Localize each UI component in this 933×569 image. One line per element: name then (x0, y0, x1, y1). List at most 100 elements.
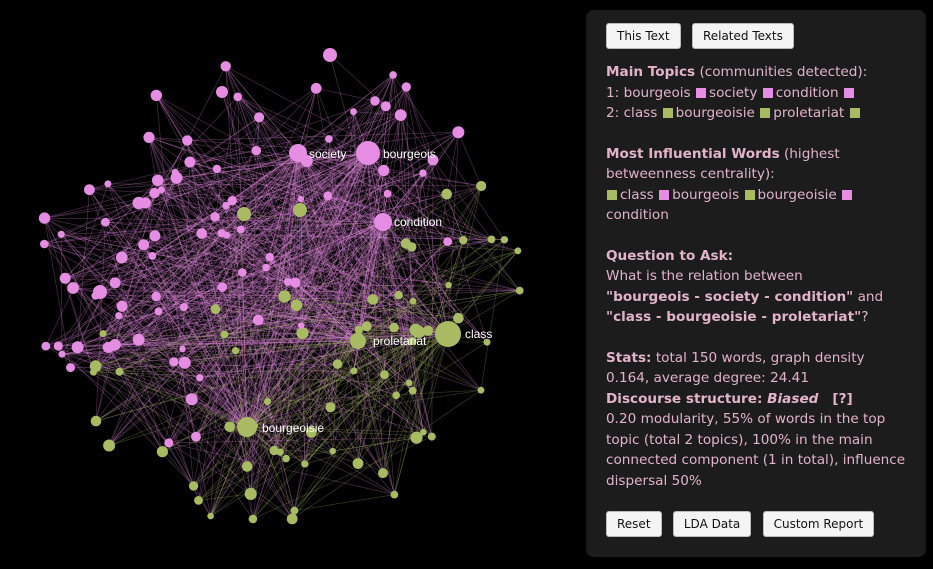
graph-node[interactable] (41, 341, 51, 351)
graph-node[interactable] (104, 180, 112, 188)
graph-node[interactable] (237, 417, 257, 437)
graph-node[interactable] (408, 386, 417, 395)
graph-node[interactable] (102, 341, 114, 353)
graph-node[interactable] (500, 236, 509, 244)
graph-node[interactable] (323, 48, 337, 62)
graph-node[interactable] (196, 374, 204, 382)
graph-node[interactable] (38, 212, 51, 224)
graph-node[interactable] (401, 82, 411, 92)
graph-node[interactable] (212, 164, 222, 173)
graph-node[interactable] (453, 312, 464, 324)
graph-node[interactable] (116, 300, 128, 312)
graph-node[interactable] (293, 203, 307, 217)
graph-node[interactable] (84, 184, 95, 196)
graph-node[interactable] (408, 337, 417, 346)
graph-nodes[interactable] (38, 48, 524, 525)
graph-node[interactable] (252, 314, 264, 326)
graph-node[interactable] (514, 247, 522, 255)
graph-node[interactable] (394, 290, 403, 300)
graph-node[interactable] (227, 196, 237, 206)
graph-node[interactable] (286, 513, 298, 525)
graph-node[interactable] (241, 461, 253, 472)
graph-node[interactable] (143, 131, 155, 143)
graph-node[interactable] (400, 238, 412, 249)
related-texts-button[interactable]: Related Texts (691, 23, 794, 49)
graph-node[interactable] (138, 239, 150, 251)
graph-node[interactable] (216, 86, 228, 98)
graph-node[interactable] (305, 426, 317, 438)
graph-node[interactable] (207, 512, 214, 520)
lda-data-button[interactable]: LDA Data (672, 511, 752, 537)
graph-node[interactable] (236, 225, 245, 234)
graph-node[interactable] (392, 391, 401, 400)
custom-report-button[interactable]: Custom Report (762, 511, 875, 537)
graph-node[interactable] (276, 448, 284, 456)
graph-node[interactable] (282, 454, 290, 463)
graph-node[interactable] (301, 460, 309, 468)
graph-node[interactable] (452, 126, 465, 139)
graph-node[interactable] (409, 323, 422, 336)
graph-node[interactable] (149, 187, 160, 199)
reset-button[interactable]: Reset (606, 511, 662, 537)
graph-node[interactable] (179, 303, 188, 312)
graph-node[interactable] (59, 272, 71, 284)
graph-node[interactable] (269, 445, 279, 456)
graph-node[interactable] (157, 186, 165, 194)
graph-node[interactable] (67, 282, 79, 294)
graph-node[interactable] (196, 228, 207, 239)
graph-node[interactable] (441, 188, 453, 200)
graph-node[interactable] (217, 282, 227, 292)
graph-node[interactable] (185, 393, 198, 406)
graph-node[interactable] (250, 422, 258, 430)
graph-node[interactable] (115, 312, 123, 320)
graph-node[interactable] (237, 207, 251, 221)
graph-node[interactable] (278, 290, 291, 303)
graph-node[interactable] (224, 421, 235, 433)
graph-node[interactable] (389, 322, 399, 333)
graph-node[interactable] (361, 321, 372, 332)
graph-node[interactable] (283, 277, 293, 286)
graph-node[interactable] (251, 145, 261, 156)
graph-node[interactable] (99, 330, 107, 338)
graph-node[interactable] (188, 481, 199, 491)
graph-node[interactable] (164, 438, 174, 448)
graph-node[interactable] (191, 431, 201, 442)
graph-node[interactable] (356, 141, 380, 165)
graph-node[interactable] (53, 341, 63, 351)
graph-node[interactable] (244, 487, 257, 500)
graph-node[interactable] (300, 155, 313, 168)
influential-word[interactable]: bourgeois (672, 186, 740, 203)
graph-node[interactable] (179, 345, 186, 353)
topic-word[interactable]: bourgeoisie (675, 105, 755, 121)
graph-node[interactable] (290, 299, 303, 312)
topic-word[interactable]: society (708, 84, 758, 101)
graph-node[interactable] (115, 367, 124, 376)
graph-node[interactable] (325, 135, 333, 143)
graph-node[interactable] (231, 347, 240, 355)
graph-node[interactable] (487, 235, 496, 244)
graph-node[interactable] (90, 368, 97, 376)
graph-node[interactable] (184, 156, 196, 168)
graph-node[interactable] (296, 327, 309, 340)
graph-node[interactable] (350, 108, 357, 116)
graph-node[interactable] (148, 252, 157, 260)
graph-node[interactable] (374, 213, 392, 231)
this-text-button[interactable]: This Text (606, 23, 681, 49)
graph-node[interactable] (254, 112, 265, 123)
graph-node[interactable] (427, 154, 439, 166)
graph-node[interactable] (329, 447, 337, 455)
graph-node[interactable] (290, 277, 301, 288)
graph-node[interactable] (182, 135, 193, 146)
graph-node[interactable] (222, 201, 230, 210)
graph-node[interactable] (220, 330, 229, 339)
graph-node[interactable] (476, 180, 487, 192)
graph-node[interactable] (154, 307, 163, 316)
graph-node[interactable] (169, 357, 179, 367)
graph-node[interactable] (394, 109, 407, 121)
graph-node[interactable] (477, 386, 485, 394)
graph-node[interactable] (370, 96, 380, 106)
graph-node[interactable] (378, 468, 388, 479)
graph-node[interactable] (248, 514, 258, 524)
graph-node[interactable] (151, 291, 161, 302)
graph-node[interactable] (210, 212, 220, 222)
